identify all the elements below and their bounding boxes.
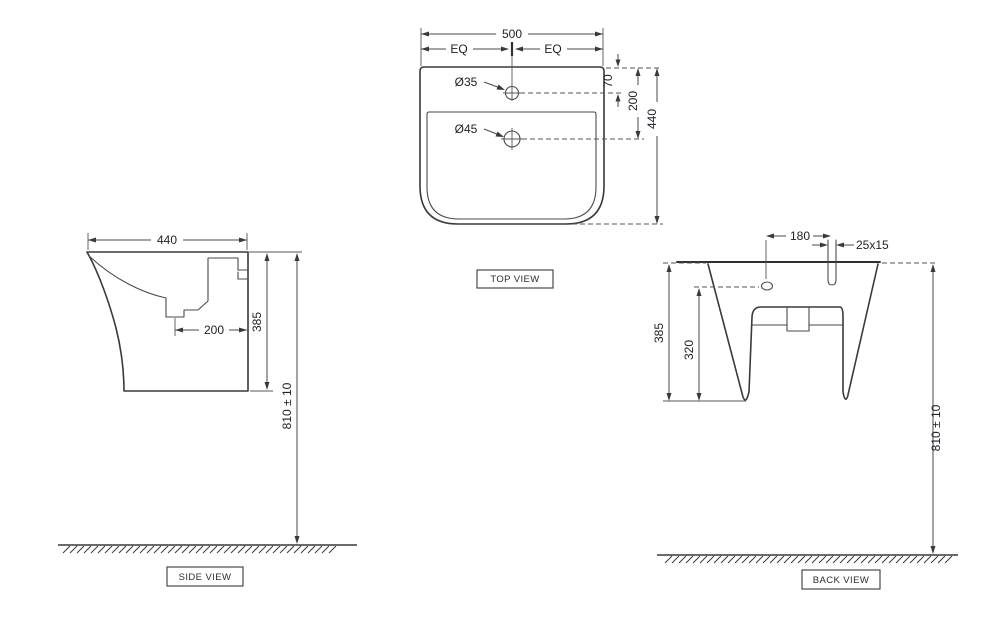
fixing-slot [827, 239, 837, 286]
dim-fixing-height-text: 320 [682, 340, 696, 360]
dim-side-waste-offset-text: 200 [204, 323, 224, 337]
dim-fixing-spacing: 180 [765, 229, 831, 279]
dim-fixing-height: 320 [682, 288, 702, 401]
top-view-basin-bowl-outline [426, 111, 597, 220]
dim-top-width: 500 [420, 27, 604, 66]
slot-size-callout: 25x15 [812, 238, 889, 252]
top-view-label-text: TOP VIEW [490, 274, 539, 285]
side-view-basin-outline [86, 251, 249, 392]
dim-eq-right-text: EQ [544, 42, 561, 56]
dim-back-height-text: 385 [652, 323, 666, 343]
back-view-label: BACK VIEW [801, 569, 881, 590]
fixing-hole [760, 281, 774, 291]
dim-side-height: 385 [250, 253, 270, 390]
dim-back-height: 385 [652, 264, 672, 401]
back-ground-hatching [664, 555, 953, 564]
top-view-label: TOP VIEW [476, 269, 554, 289]
tap-hole-callout: Ø35 [455, 75, 505, 90]
waste-hole-callout: Ø45 [455, 122, 504, 137]
waste-hole-callout-text: Ø45 [455, 122, 478, 136]
side-view-label-text: SIDE VIEW [179, 572, 232, 583]
dim-top-depth-text: 440 [645, 109, 659, 129]
dim-side-waste-offset: 200 [174, 318, 247, 337]
side-ground-hatching [62, 545, 337, 554]
dim-top-width-text: 500 [502, 27, 522, 41]
back-view-label-text: BACK VIEW [813, 575, 869, 586]
top-view-basin-outer-outline [419, 66, 605, 225]
dim-back-rim-height: 810 ± 10 [929, 264, 943, 554]
side-view-label: SIDE VIEW [166, 566, 244, 587]
dim-side-rim-height-text: 810 ± 10 [280, 382, 294, 429]
top-view: 500 EQ EQ Ø35 Ø45 [419, 27, 663, 289]
dim-top-depth: 440 [645, 68, 660, 224]
dim-waste-offset: 200 [626, 68, 641, 139]
dim-side-rim-height: 810 ± 10 [280, 253, 300, 544]
back-view: 180 25x15 385 320 [652, 229, 958, 590]
dim-fixing-spacing-text: 180 [790, 229, 810, 243]
dim-top-eq: EQ EQ [421, 42, 603, 56]
side-view: 440 200 385 810 ± 10 [58, 233, 357, 587]
dim-side-depth: 440 [87, 233, 248, 250]
dim-waste-offset-text: 200 [626, 91, 640, 111]
back-view-bracket-recess [786, 306, 810, 332]
side-view-bowl-and-trap [88, 255, 249, 318]
dim-tap-offset: 70 [601, 54, 621, 107]
dim-side-height-text: 385 [250, 312, 264, 332]
dim-side-depth-text: 440 [157, 233, 177, 247]
dim-tap-offset-text: 70 [601, 74, 615, 88]
dim-eq-left-text: EQ [450, 42, 467, 56]
dim-back-rim-height-text: 810 ± 10 [929, 404, 943, 451]
back-view-body-outline [707, 263, 879, 401]
slot-size-callout-text: 25x15 [856, 238, 889, 252]
tap-hole-callout-text: Ø35 [455, 75, 478, 89]
